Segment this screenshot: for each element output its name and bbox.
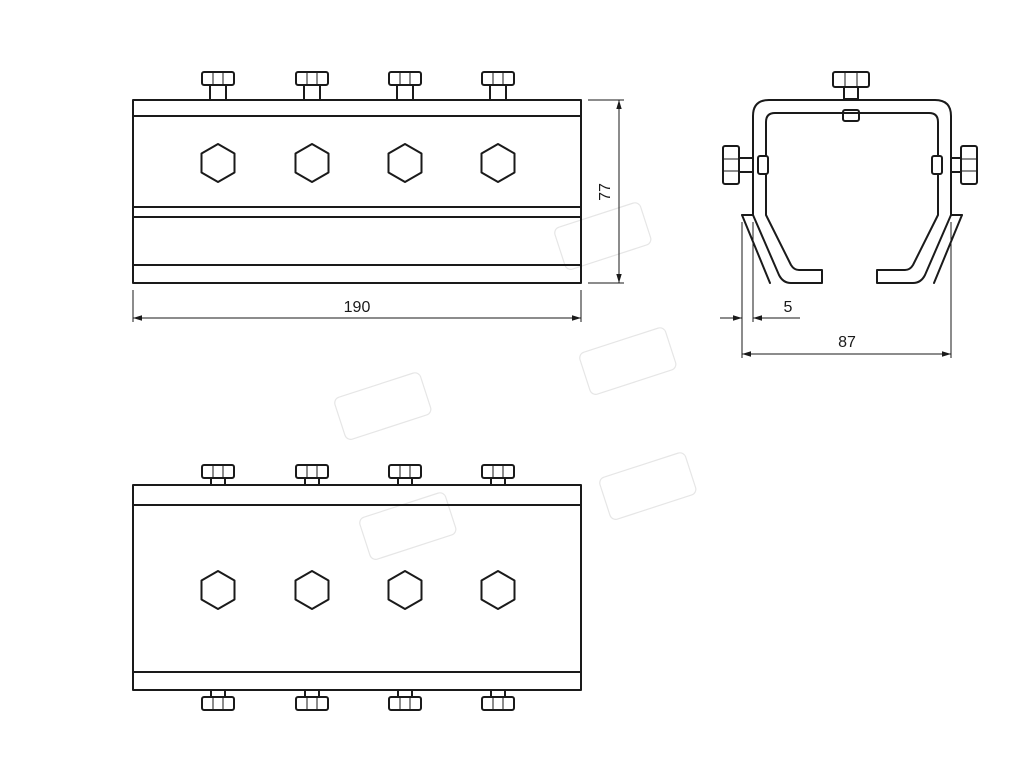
- dimension-length-label: 190: [344, 299, 371, 316]
- bolt-shank: [396, 84, 414, 101]
- watermark: [599, 452, 697, 520]
- bolt-shank: [209, 84, 227, 101]
- bolt-head: [201, 696, 235, 711]
- bolt-head: [388, 464, 422, 479]
- bolt-head: [481, 71, 515, 86]
- front-hex-nuts: [200, 143, 516, 183]
- hex-nut: [200, 143, 236, 183]
- end-right-bolt-tip: [931, 155, 943, 175]
- bolt-head: [388, 71, 422, 86]
- top-body-outline: [132, 484, 582, 691]
- bolt-shank: [397, 477, 413, 486]
- hex-nut: [480, 143, 516, 183]
- end-profile-lip: [741, 214, 963, 284]
- hex-nut: [294, 143, 330, 183]
- end-channel-profile: [752, 99, 952, 284]
- bolt-head: [481, 696, 515, 711]
- bolt-head: [295, 464, 329, 479]
- bolt-shank: [210, 689, 226, 698]
- front-dimensions: 190 77: [132, 99, 624, 322]
- bolt-shank: [210, 477, 226, 486]
- bolt-head: [295, 696, 329, 711]
- end-left-bolt-shank: [738, 157, 754, 173]
- bolt-head: [388, 696, 422, 711]
- end-right-bolt-head: [960, 145, 978, 185]
- end-top-bolt-head: [832, 71, 870, 88]
- bolt-shank: [304, 689, 320, 698]
- end-left-bolt-tip: [757, 155, 769, 175]
- bolt-shank: [303, 84, 321, 101]
- dimension-width-label: 87: [838, 334, 856, 351]
- front-view: [132, 71, 582, 284]
- top-view: [132, 464, 582, 711]
- bolt-shank: [304, 477, 320, 486]
- top-hex-nuts: [200, 570, 516, 610]
- bolt-head: [295, 71, 329, 86]
- end-right-bolt-shank: [950, 157, 962, 173]
- end-top-bolt-tip: [842, 109, 860, 122]
- hex-nut: [387, 570, 423, 610]
- dimension-height-label: 77: [597, 183, 614, 201]
- bolt-head: [481, 464, 515, 479]
- bolt-shank: [490, 477, 506, 486]
- dimension-flange-label: 5: [784, 299, 793, 316]
- hex-nut: [387, 143, 423, 183]
- bolt-shank: [489, 84, 507, 101]
- front-body-outline: [132, 99, 582, 284]
- watermark: [579, 327, 677, 395]
- bolt-head: [201, 464, 235, 479]
- top-view-lower-bolts: [201, 689, 515, 711]
- bolt-shank: [397, 689, 413, 698]
- end-top-bolt-shank: [843, 86, 859, 100]
- end-view: [722, 71, 978, 284]
- bolt-shank: [490, 689, 506, 698]
- end-dimensions: 5 87: [720, 222, 952, 358]
- top-view-upper-bolts: [201, 464, 515, 486]
- watermark-group: [334, 202, 697, 560]
- bolt-head: [201, 71, 235, 86]
- hex-nut: [294, 570, 330, 610]
- watermark: [359, 492, 457, 560]
- front-top-bolts: [201, 71, 515, 101]
- end-left-bolt-head: [722, 145, 740, 185]
- watermark: [334, 372, 432, 440]
- hex-nut: [200, 570, 236, 610]
- hex-nut: [480, 570, 516, 610]
- watermark: [554, 202, 652, 270]
